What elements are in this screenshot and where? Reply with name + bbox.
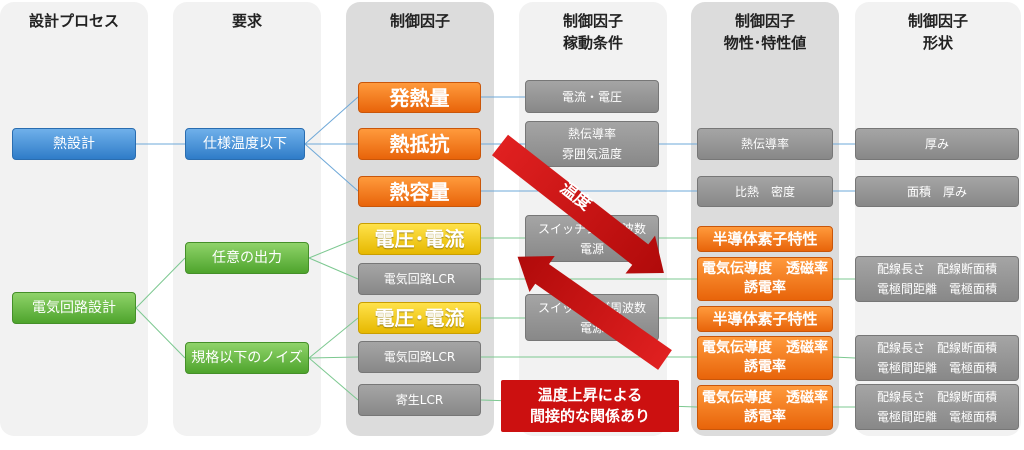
property-electrical-2: 電気伝導度 透磁率 誘電率 (697, 336, 833, 380)
header-text: 稼動条件 (562, 34, 623, 52)
factor-parasitic-lcr: 寄生LCR (358, 384, 481, 416)
factor-label: 電圧･電流 (374, 306, 465, 330)
header-text: 物性･特性値 (723, 34, 807, 52)
factor-voltage-current-2: 電圧･電流 (358, 302, 481, 334)
shape-thickness: 厚み (855, 128, 1019, 160)
factor-label: 熱容量 (389, 179, 450, 204)
requirement-output: 任意の出力 (185, 242, 309, 274)
property-label: 誘電率 (744, 280, 786, 296)
header-shape: 制御因子 形状 (855, 10, 1021, 54)
property-label: 誘電率 (744, 359, 786, 375)
condition-label: 電源 (579, 241, 604, 256)
indirect-arrow (517, 255, 672, 370)
header-control-factors: 制御因子 (346, 10, 494, 32)
factor-label: 寄生LCR (395, 393, 444, 407)
property-label: 半導体素子特性 (712, 310, 818, 328)
header-requirements: 要求 (173, 10, 321, 32)
note-line: 間接的な関係あり (529, 407, 650, 425)
property-label: 比熱 密度 (734, 184, 795, 199)
condition-current-voltage: 電流・電圧 (525, 80, 659, 113)
property-label: 電気伝導度 透磁率 (702, 340, 828, 356)
factor-label: 電気回路LCR (383, 350, 456, 364)
header-text: 制御因子 (389, 12, 450, 30)
shape-label: 配線長さ 配線断面積 (876, 262, 997, 276)
shape-label: 面積 厚み (906, 184, 967, 199)
shape-area-thickness: 面積 厚み (855, 176, 1019, 207)
factor-heat-generation: 発熱量 (358, 82, 481, 113)
shape-wiring-3: 配線長さ 配線断面積 電極間距離 電極面積 (855, 384, 1019, 430)
shape-label: 電極間距離 電極面積 (876, 361, 997, 375)
factor-heat-capacity: 熱容量 (358, 176, 481, 207)
factor-label: 電気回路LCR (383, 272, 456, 286)
factor-voltage-current-1: 電圧･電流 (358, 223, 481, 255)
condition-label: 電流・電圧 (561, 89, 622, 104)
header-text: 形状 (922, 34, 953, 52)
condition-label: 熱伝導率 (567, 127, 616, 141)
condition-label: 雰囲気温度 (561, 147, 622, 161)
property-electrical-3: 電気伝導度 透磁率 誘電率 (697, 385, 833, 430)
property-thermal-conductivity: 熱伝導率 (697, 128, 833, 160)
requirement-label: 任意の出力 (212, 250, 282, 266)
factor-circuit-lcr-1: 電気回路LCR (358, 263, 481, 295)
requirement-label: 仕様温度以下 (203, 136, 287, 152)
process-electrical-design: 電気回路設計 (12, 292, 136, 324)
factor-label: 電圧･電流 (374, 227, 465, 251)
process-label: 電気回路設計 (32, 300, 116, 316)
factor-circuit-lcr-2: 電気回路LCR (358, 341, 481, 373)
property-label: 誘電率 (744, 408, 786, 425)
shape-label: 配線長さ 配線断面積 (876, 341, 997, 355)
header-properties: 制御因子 物性･特性値 (691, 10, 839, 54)
shape-label: 電極間距離 電極面積 (876, 410, 997, 424)
requirement-label: 規格以下のノイズ (191, 350, 303, 366)
property-label: 電気伝導度 透磁率 (702, 389, 828, 406)
factor-thermal-resistance: 熱抵抗 (358, 128, 481, 160)
indirect-relation-note: 温度上昇による 間接的な関係あり (501, 380, 679, 432)
property-label: 電気伝導度 透磁率 (702, 261, 828, 277)
shape-wiring-1: 配線長さ 配線断面積 電極間距離 電極面積 (855, 256, 1019, 302)
factor-label: 熱抵抗 (389, 132, 450, 156)
column-design-process (0, 2, 148, 436)
property-electrical-1: 電気伝導度 透磁率 誘電率 (697, 257, 833, 301)
note-line: 温度上昇による (537, 386, 643, 404)
property-specific-heat-density: 比熱 密度 (697, 176, 833, 207)
property-semiconductor-1: 半導体素子特性 (697, 226, 833, 252)
requirement-temperature: 仕様温度以下 (185, 128, 305, 160)
property-label: 半導体素子特性 (712, 230, 818, 248)
shape-label: 電極間距離 電極面積 (876, 282, 997, 296)
shape-label: 厚み (924, 137, 949, 151)
header-text: 設計プロセス (28, 12, 119, 30)
shape-label: 配線長さ 配線断面積 (876, 390, 997, 404)
condition-conductivity-ambient: 熱伝導率 雰囲気温度 (525, 121, 659, 167)
property-label: 熱伝導率 (740, 137, 789, 151)
header-text: 要求 (231, 12, 262, 30)
shape-wiring-2: 配線長さ 配線断面積 電極間距離 電極面積 (855, 335, 1019, 381)
property-semiconductor-2: 半導体素子特性 (697, 306, 833, 332)
header-text: 制御因子 (907, 12, 968, 30)
temperature-arrow (491, 134, 664, 274)
header-design-process: 設計プロセス (0, 10, 148, 32)
header-text: 制御因子 (734, 12, 795, 30)
header-operating-conditions: 制御因子 稼動条件 (519, 10, 667, 54)
requirement-noise: 規格以下のノイズ (185, 342, 309, 374)
header-text: 制御因子 (562, 12, 623, 30)
factor-label: 発熱量 (389, 85, 450, 110)
process-thermal-design: 熱設計 (12, 128, 136, 160)
process-label: 熱設計 (53, 136, 95, 152)
